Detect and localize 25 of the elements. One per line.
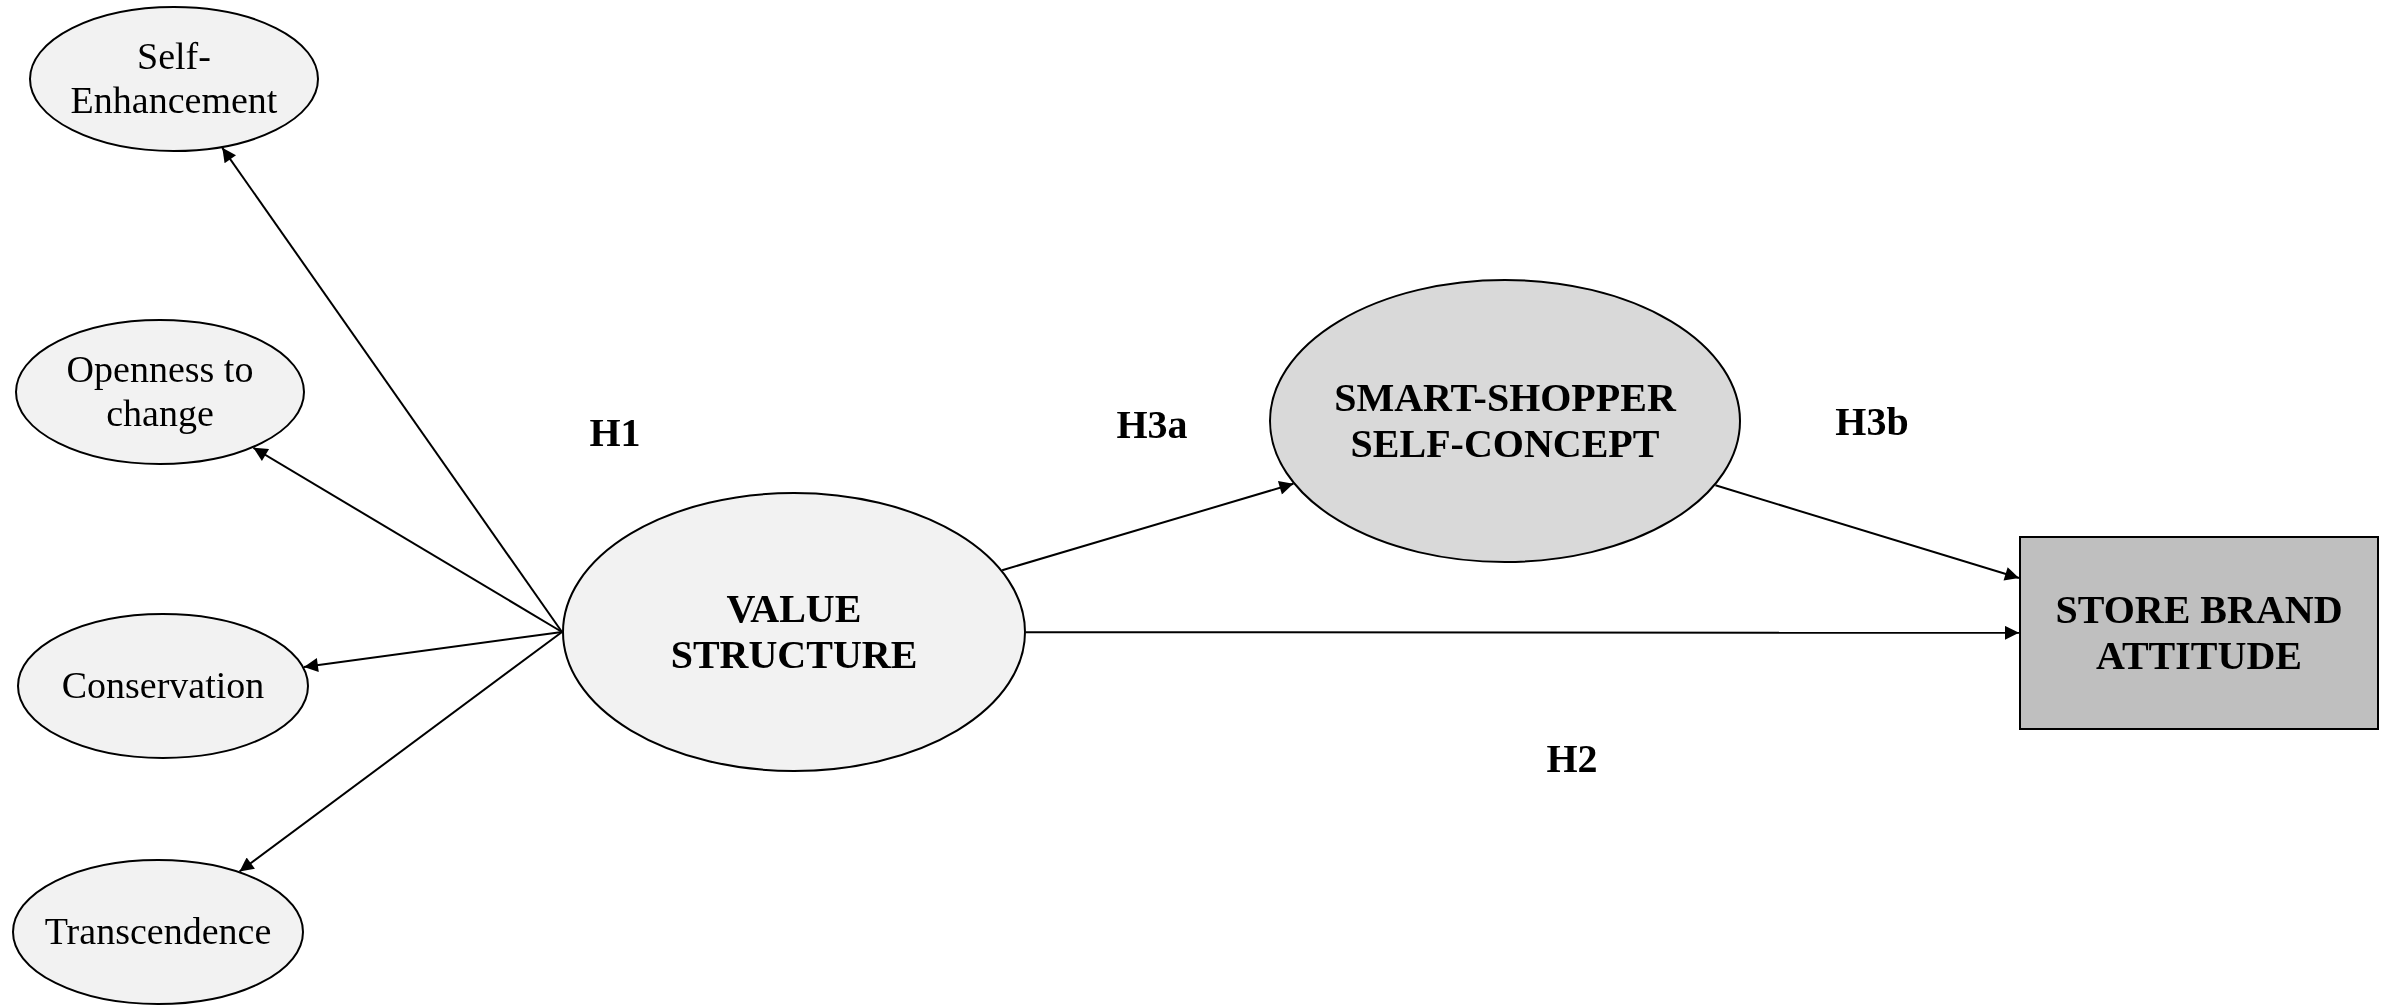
- hypothesis-label: H2: [1545, 735, 1599, 782]
- hypothesis-label: H3b: [1834, 398, 1910, 445]
- node-label: SMART-SHOPPER SELF-CONCEPT: [1333, 375, 1678, 467]
- arrow: [1714, 484, 2020, 581]
- construct-oval: [1269, 279, 1741, 563]
- construct-oval: [12, 859, 304, 1005]
- arrow: [1001, 481, 1295, 572]
- node-label: Self-Enhancement: [69, 35, 279, 123]
- construct-box: [2019, 536, 2379, 730]
- construct-oval: [15, 319, 305, 465]
- construct-oval: [562, 492, 1026, 772]
- node-label: VALUE STRUCTURE: [669, 586, 919, 678]
- node-label: Transcendence: [44, 910, 272, 954]
- construct-oval: [29, 6, 319, 152]
- arrow: [221, 146, 563, 633]
- arrow: [252, 446, 563, 633]
- hypothesis-label: H3a: [1115, 401, 1189, 448]
- node-label: Openness to change: [65, 348, 255, 436]
- node-label: STORE BRAND ATTITUDE: [2054, 587, 2344, 679]
- arrow: [238, 631, 563, 873]
- construct-oval: [17, 613, 309, 759]
- arrow: [302, 631, 563, 672]
- hypothesis-label: H1: [588, 409, 642, 456]
- arrow: [1025, 625, 2020, 640]
- node-label: Conservation: [61, 664, 265, 708]
